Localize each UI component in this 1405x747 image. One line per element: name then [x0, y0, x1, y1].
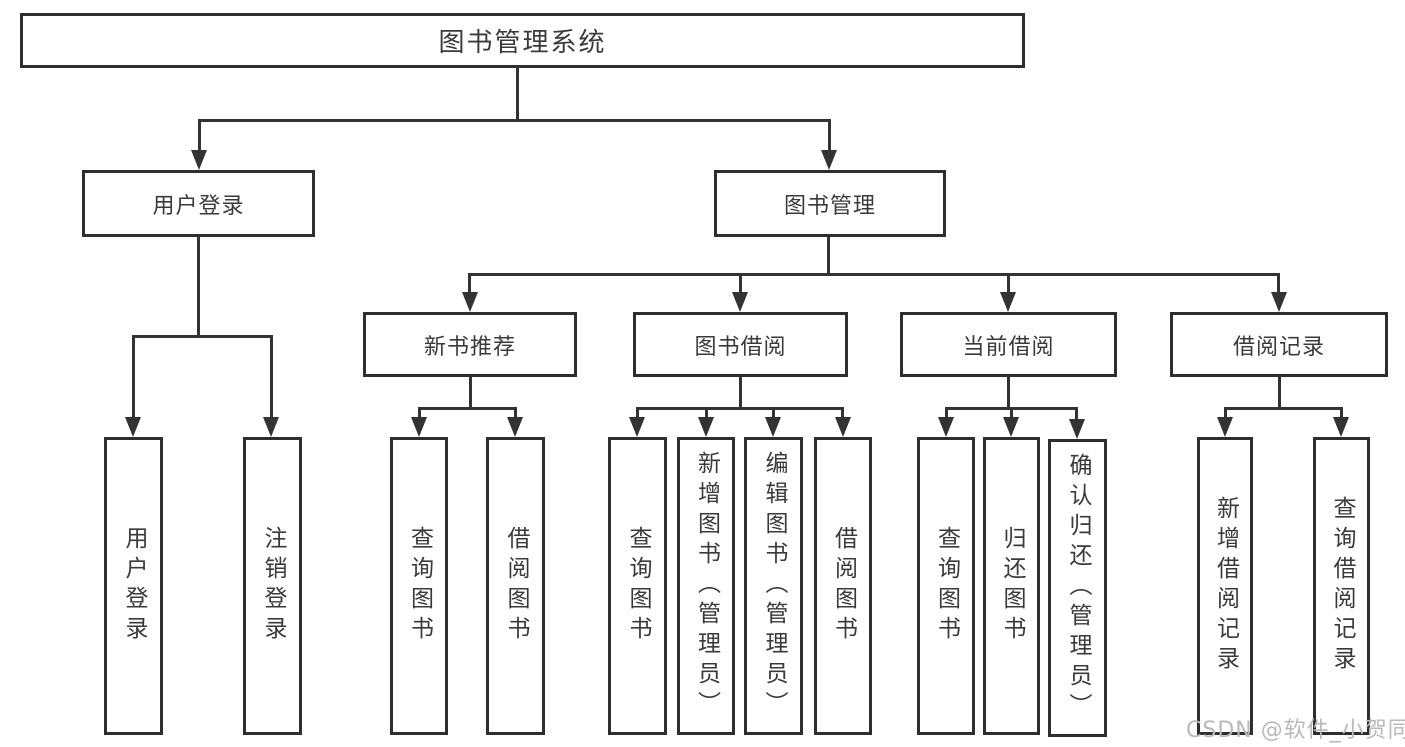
leaf-recommend-query-book-label: 查询图书: [406, 526, 433, 646]
leaf-confirm-return-admin-label: 确认归还（管理员）: [1065, 453, 1091, 723]
node-new-book-recommend-label: 新书推荐: [423, 334, 516, 360]
arrowhead-down: [125, 417, 141, 437]
connector-line: [1277, 273, 1280, 294]
leaf-add-borrow-record-label: 新增借阅记录: [1212, 496, 1239, 676]
arrowhead-down: [629, 417, 645, 437]
connector-line: [1075, 407, 1078, 419]
leaf-edit-book-admin: 编辑图书（管理员）: [744, 437, 803, 735]
connector-line: [828, 119, 831, 152]
connector-line: [514, 407, 517, 419]
connector-line: [270, 335, 273, 419]
node-book-borrow-label: 图书借阅: [694, 334, 787, 360]
node-book-borrow: 图书借阅: [633, 312, 848, 377]
leaf-edit-book-admin-label: 编辑图书（管理员）: [761, 451, 787, 721]
leaf-add-borrow-record: 新增借阅记录: [1197, 437, 1253, 735]
arrowhead-down: [698, 417, 714, 437]
node-borrow-records-label: 借阅记录: [1232, 334, 1325, 360]
arrowhead-down: [835, 417, 851, 437]
arrowhead-down: [263, 417, 279, 437]
connector-line: [841, 407, 844, 419]
leaf-logout: 注销登录: [243, 437, 302, 735]
node-user-login: 用户登录: [82, 170, 315, 237]
leaf-current-query-book: 查询图书: [917, 437, 975, 735]
connector-line: [827, 237, 830, 273]
leaf-recommend-borrow-book-label: 借阅图书: [503, 526, 529, 646]
connector-line: [1010, 407, 1013, 419]
arrowhead-down: [1003, 417, 1019, 437]
node-current-borrow: 当前借阅: [900, 312, 1117, 377]
connector-line: [1224, 407, 1227, 419]
leaf-recommend-borrow-book: 借阅图书: [486, 437, 545, 735]
connector-line: [198, 119, 831, 122]
leaf-confirm-return-admin: 确认归还（管理员）: [1048, 439, 1107, 737]
leaf-user-login-label: 用户登录: [121, 526, 147, 646]
arrowhead-down: [765, 417, 781, 437]
node-new-book-recommend: 新书推荐: [363, 312, 577, 377]
arrowhead-down: [507, 417, 523, 437]
arrowhead-down: [821, 150, 837, 170]
leaf-recommend-query-book: 查询图书: [390, 437, 448, 735]
leaf-logout-label: 注销登录: [260, 526, 286, 646]
connector-line: [772, 407, 775, 419]
connector-line: [945, 407, 948, 419]
arrowhead-down: [1069, 419, 1085, 439]
arrowhead-down: [411, 417, 427, 437]
arrowhead-down: [1271, 292, 1287, 312]
node-book-management: 图书管理: [714, 170, 946, 237]
node-root: 图书管理系统: [20, 13, 1025, 68]
node-borrow-records: 借阅记录: [1170, 312, 1388, 377]
arrowhead-down: [938, 417, 954, 437]
node-book-management-label: 图书管理: [783, 193, 876, 219]
connector-line: [516, 66, 519, 119]
connector-line: [1340, 407, 1343, 419]
connector-line: [132, 335, 273, 338]
arrowhead-down: [1333, 417, 1349, 437]
connector-line: [1224, 407, 1342, 410]
leaf-add-book-admin: 新增图书（管理员）: [677, 437, 735, 735]
node-user-login-label: 用户登录: [152, 193, 245, 219]
leaf-borrow-book: 借阅图书: [814, 437, 872, 735]
connector-line: [739, 273, 742, 294]
leaf-borrow-query-book: 查询图书: [608, 437, 667, 735]
leaf-user-login: 用户登录: [104, 437, 163, 735]
connector-line: [705, 407, 708, 419]
connector-line: [468, 273, 1280, 276]
arrowhead-down: [462, 292, 478, 312]
connector-line: [132, 335, 135, 419]
leaf-borrow-book-label: 借阅图书: [830, 526, 857, 646]
connector-line: [469, 377, 472, 407]
connector-line: [468, 273, 471, 294]
arrowhead-down: [1000, 292, 1016, 312]
connector-line: [636, 407, 844, 410]
leaf-query-borrow-record-label: 查询借阅记录: [1329, 496, 1355, 676]
connector-line: [418, 407, 421, 419]
connector-line: [418, 407, 517, 410]
csdn-watermark: CSDN @软件_小贺同学: [1186, 718, 1405, 743]
connector-line: [636, 407, 639, 419]
leaf-current-query-book-label: 查询图书: [933, 526, 960, 646]
node-current-borrow-label: 当前借阅: [962, 334, 1055, 360]
arrowhead-down: [1217, 417, 1233, 437]
connector-line: [198, 119, 201, 152]
connector-line: [1007, 377, 1010, 407]
leaf-add-book-admin-label: 新增图书（管理员）: [693, 451, 720, 721]
leaf-borrow-query-book-label: 查询图书: [625, 526, 651, 646]
connector-line: [1278, 377, 1281, 407]
connector-line: [197, 237, 200, 335]
node-root-label: 图书管理系统: [438, 28, 607, 58]
connector-line: [1007, 273, 1010, 294]
leaf-query-borrow-record: 查询借阅记录: [1313, 437, 1370, 735]
arrowhead-down: [191, 150, 207, 170]
connector-line: [739, 377, 742, 407]
leaf-return-book: 归还图书: [983, 437, 1040, 735]
arrowhead-down: [732, 292, 748, 312]
leaf-return-book-label: 归还图书: [999, 526, 1025, 646]
